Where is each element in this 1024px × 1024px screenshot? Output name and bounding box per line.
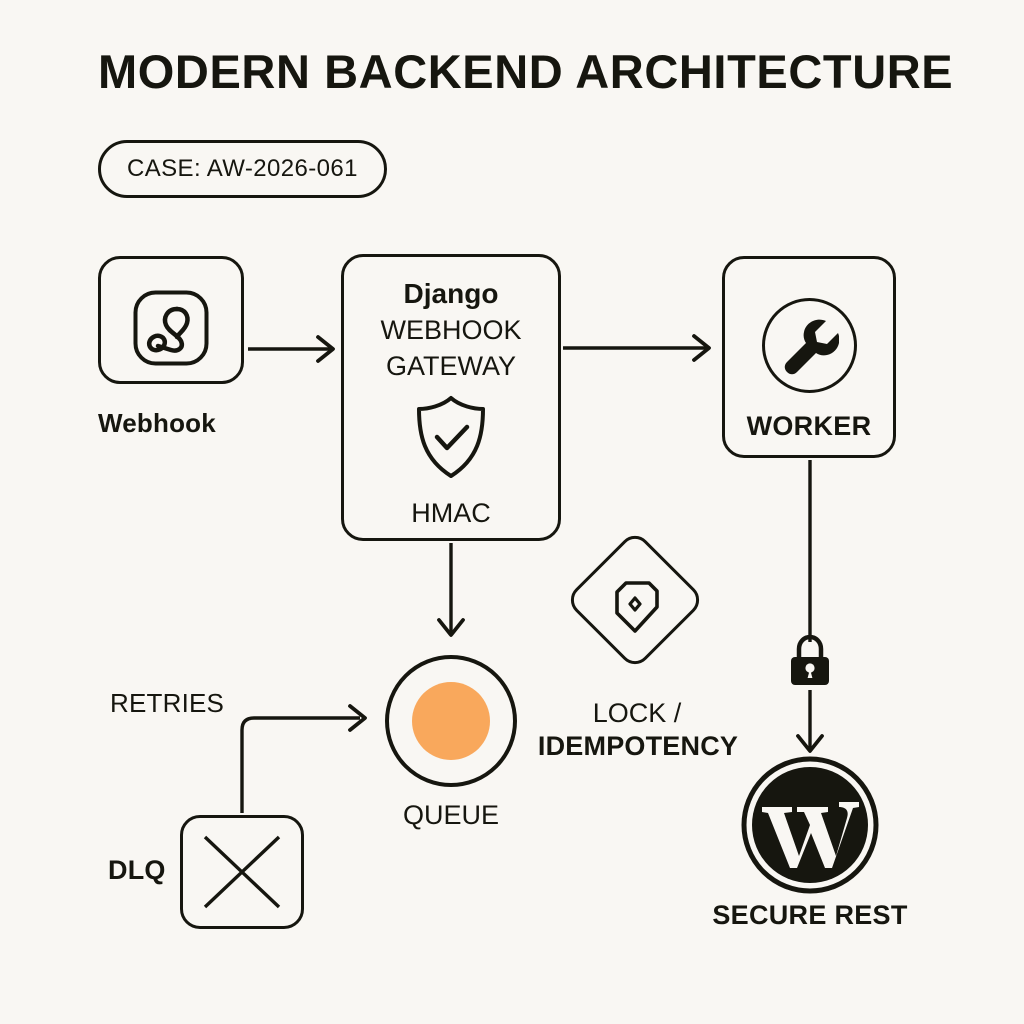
wordpress-icon[interactable]	[740, 755, 880, 895]
node-gateway[interactable]	[341, 254, 561, 541]
node-queue-label: QUEUE	[402, 800, 500, 830]
node-worker[interactable]	[722, 256, 896, 458]
node-dlq[interactable]	[180, 815, 304, 929]
edge-label-retries: RETRIES	[110, 688, 225, 718]
cross-icon	[203, 835, 281, 909]
worker-icon-ring	[762, 298, 857, 393]
edge-dlq-to-queue	[240, 704, 367, 813]
gateway-footer-label: HMAC	[411, 498, 491, 528]
node-queue[interactable]	[385, 655, 517, 787]
page-title: MODERN BACKEND ARCHITECTURE	[98, 45, 954, 98]
shield-check-icon	[417, 396, 485, 478]
padlock-icon	[791, 634, 829, 685]
gateway-line-1: WEBHOOK	[380, 315, 522, 345]
node-secure-rest-label: SECURE REST	[712, 900, 908, 930]
edge-webhook-to-gateway	[248, 335, 335, 363]
node-worker-label: WORKER	[746, 411, 872, 441]
case-badge: CASE: AW-2026-061	[98, 140, 387, 198]
node-dlq-label: DLQ	[108, 855, 166, 885]
edge-gateway-to-worker	[563, 334, 711, 362]
edge-padlock-to-secure-rest	[796, 690, 824, 753]
lock-shield-icon	[615, 581, 659, 633]
queue-fill-icon	[412, 682, 490, 760]
edge-gateway-to-queue	[437, 543, 465, 637]
lock-label-line-1: LOCK /	[592, 698, 682, 728]
wrench-icon	[784, 319, 839, 375]
lock-label-line-2: IDEMPOTENCY	[537, 731, 739, 761]
gateway-title: Django	[403, 278, 499, 309]
case-badge-label: CASE: AW-2026-061	[127, 155, 358, 182]
node-webhook-label: Webhook	[98, 408, 216, 438]
node-webhook[interactable]	[98, 256, 244, 384]
webhook-icon	[133, 290, 209, 366]
gateway-line-2: GATEWAY	[385, 351, 516, 381]
